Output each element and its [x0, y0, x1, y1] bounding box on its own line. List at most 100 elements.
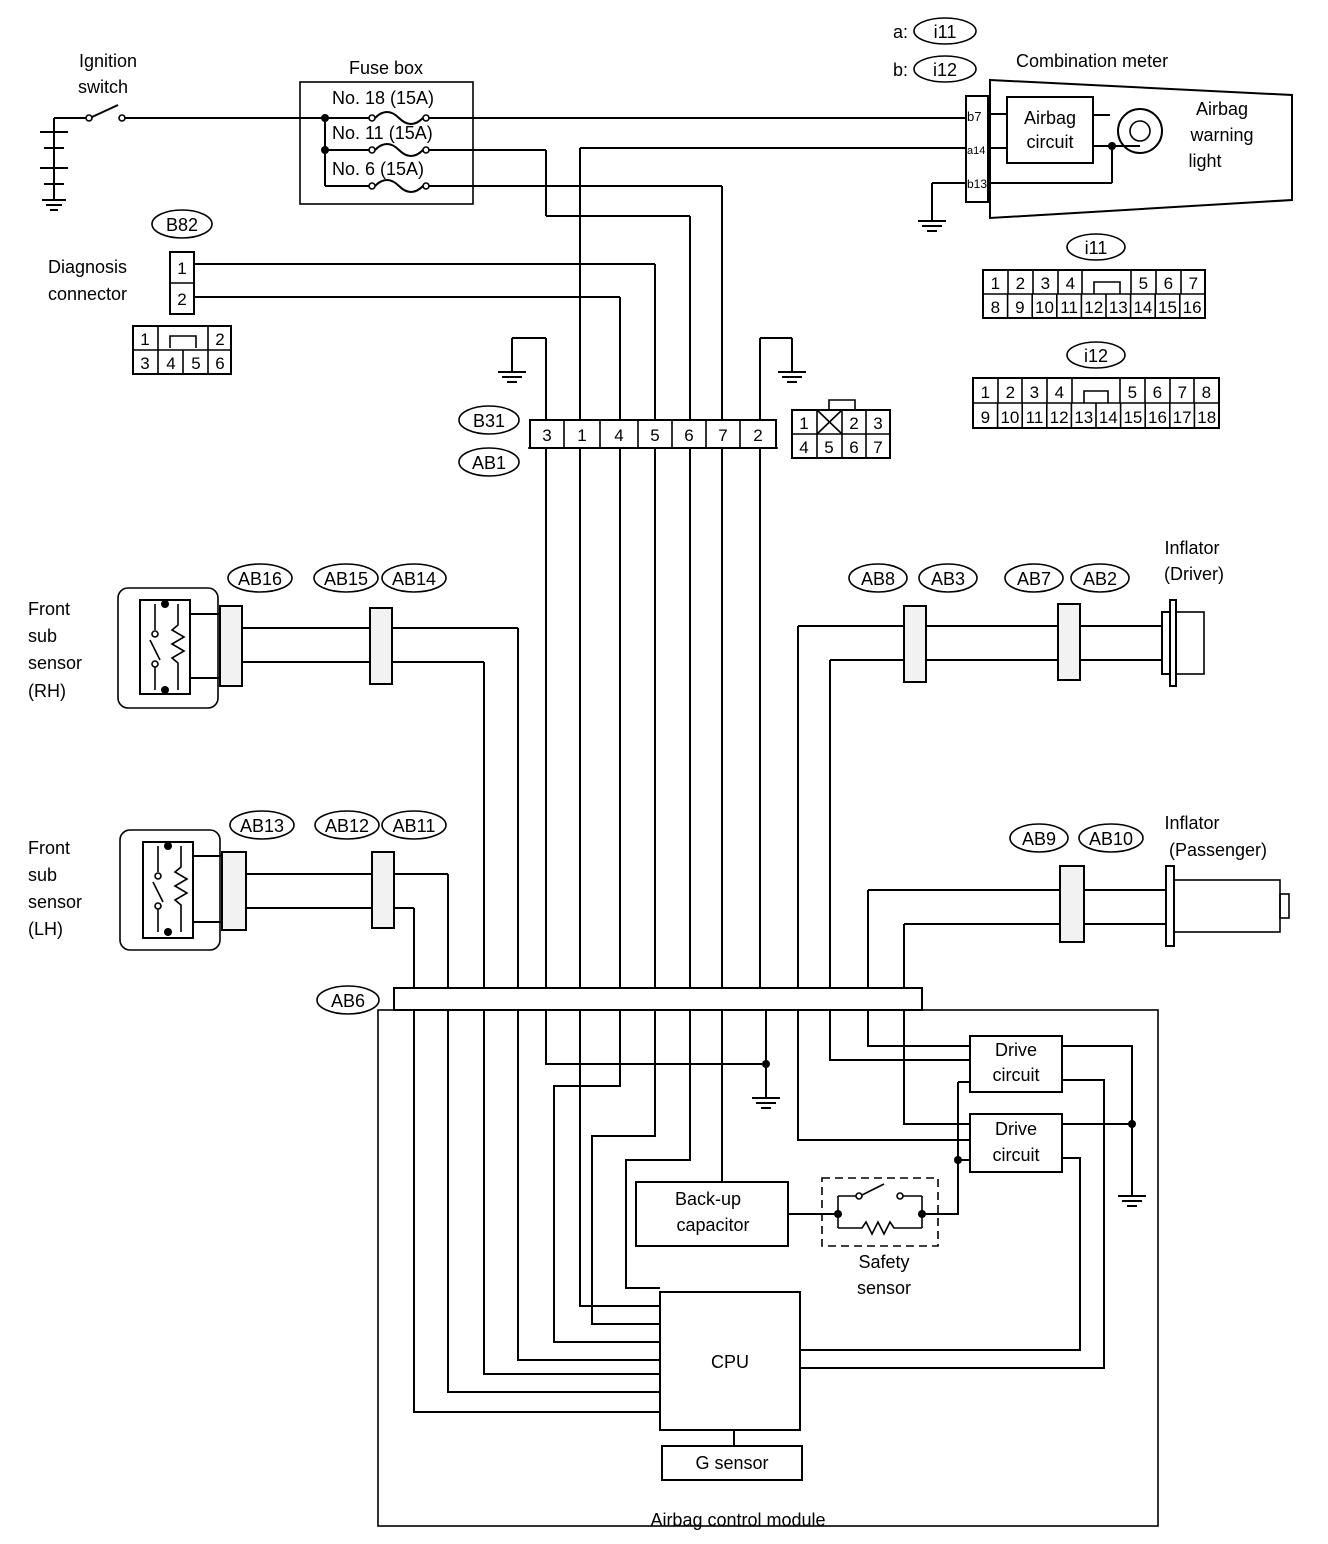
ignition-switch-label-2: switch	[78, 77, 128, 97]
i12-face-pin-9: 9	[981, 408, 990, 427]
drive-circuit-2-label-2: circuit	[992, 1145, 1039, 1165]
sensor-lh-label-3: sensor	[28, 892, 82, 912]
i12-face-pin-18: 18	[1197, 408, 1216, 427]
airbag-control-module: AB6 Drive circuit Drive circuit	[316, 985, 1159, 1530]
i12-face-pin-17: 17	[1173, 408, 1192, 427]
i11-face-pin-3: 3	[1041, 274, 1050, 293]
combination-meter-label: Combination meter	[1016, 51, 1168, 71]
inflator-passenger: Inflator (Passenger) AB9 AB10	[867, 813, 1290, 988]
sensor-lh-label-4: (LH)	[28, 919, 63, 939]
b31-face-3: 3	[873, 414, 882, 433]
i11-face-tag: i11	[1085, 238, 1108, 258]
i12-face-pin-15: 15	[1123, 408, 1142, 427]
module-label: Airbag control module	[650, 1510, 825, 1530]
sensor-lh-label-1: Front	[28, 838, 70, 858]
ab1-tag: AB1	[472, 453, 506, 473]
sensor-rh-label-2: sub	[28, 626, 57, 646]
sensor-rh-label-4: (RH)	[28, 681, 66, 701]
b31-face-1: 1	[799, 414, 808, 433]
safety-sensor-label-2: sensor	[857, 1278, 911, 1298]
inflator-driver-label-2: (Driver)	[1164, 564, 1224, 584]
drive-circuit-1-label-2: circuit	[992, 1065, 1039, 1085]
i11-face-pin-14: 14	[1133, 298, 1152, 317]
ab10-tag: AB10	[1089, 829, 1133, 849]
diag-face-1: 1	[140, 330, 149, 349]
i11-face-pin-2: 2	[1016, 274, 1025, 293]
fuse-box: Fuse box No. 18 (15A) No. 11 (15A) No. 6…	[299, 58, 474, 205]
conn-i11-tag: i11	[934, 22, 957, 42]
diag-face-6: 6	[215, 354, 224, 373]
warning-light-label-1: Airbag	[1196, 99, 1248, 119]
b82-pin-2: 2	[177, 290, 186, 309]
ab11-tag: AB11	[393, 816, 436, 836]
ab12-tag: AB12	[325, 816, 369, 836]
i11-face-pin-12: 12	[1084, 298, 1103, 317]
diag-face-2: 2	[215, 330, 224, 349]
ab7-tag: AB7	[1017, 569, 1051, 589]
i11-face-pin-15: 15	[1158, 298, 1177, 317]
diag-face-3: 3	[140, 354, 149, 373]
cpu-label: CPU	[711, 1352, 749, 1372]
i12-face-pin-12: 12	[1050, 408, 1069, 427]
i12-face-pin-4: 4	[1055, 383, 1064, 402]
warning-light-label-2: warning	[1189, 125, 1253, 145]
warning-light-label-3: light	[1188, 151, 1221, 171]
ab8-tag: AB8	[861, 569, 895, 589]
i12-face-pin-5: 5	[1128, 383, 1137, 402]
ab3-tag: AB3	[931, 569, 965, 589]
ab16-tag: AB16	[238, 569, 282, 589]
i11-face-pin-6: 6	[1164, 274, 1173, 293]
backup-capacitor-label-2: capacitor	[676, 1215, 749, 1235]
diag-face-4: 4	[166, 354, 175, 373]
ab9-tag: AB9	[1022, 829, 1056, 849]
i12-face-pin-14: 14	[1099, 408, 1118, 427]
ignition-switch-label-1: Ignition	[79, 51, 137, 71]
diagnosis-label-1: Diagnosis	[48, 257, 127, 277]
b31-pin-3: 3	[542, 426, 551, 445]
fuse-18-label: No. 18 (15A)	[332, 88, 434, 108]
fuse-11-label: No. 11 (15A)	[332, 123, 433, 143]
combination-meter: a: i11 b: i12 Combination meter b7 a14 b…	[893, 17, 1293, 232]
conn-a-prefix: a:	[893, 22, 908, 42]
i12-face-pin-1: 1	[981, 383, 990, 402]
b31-tag: B31	[473, 411, 505, 431]
b82-tag: B82	[166, 215, 198, 235]
i11-face-pin-16: 16	[1183, 298, 1202, 317]
ab6-connector	[393, 987, 923, 1011]
inflator-driver-label-1: Inflator	[1164, 538, 1219, 558]
b31-face-2: 2	[849, 414, 858, 433]
b31-pin-2: 2	[753, 426, 762, 445]
b31-face-7: 7	[873, 438, 882, 457]
ab15-tag: AB15	[324, 569, 368, 589]
i11-face-pin-10: 10	[1035, 298, 1054, 317]
fuse-box-label: Fuse box	[349, 58, 423, 78]
drive-circuit-2-label-1: Drive	[995, 1119, 1037, 1139]
ab13-tag: AB13	[240, 816, 284, 836]
i11-face-pin-4: 4	[1066, 274, 1075, 293]
sensor-lh-label-2: sub	[28, 865, 57, 885]
airbag-circuit-label-2: circuit	[1026, 132, 1073, 152]
g-sensor-label: G sensor	[695, 1453, 768, 1473]
diag-face-5: 5	[191, 354, 200, 373]
inflator-passenger-label-2: (Passenger)	[1169, 840, 1267, 860]
drive-circuit-1-label-1: Drive	[995, 1040, 1037, 1060]
i11-face-pin-7: 7	[1189, 274, 1198, 293]
i12-face-pin-11: 11	[1026, 408, 1044, 427]
sensor-rh-label-1: Front	[28, 599, 70, 619]
fuse-6-label: No. 6 (15A)	[332, 159, 424, 179]
front-sub-sensor-lh: Front sub sensor (LH) AB13 AB12 AB11	[28, 810, 449, 988]
i12-face-pin-2: 2	[1006, 383, 1015, 402]
sensor-rh-label-3: sensor	[28, 653, 82, 673]
b31-pin-4: 4	[614, 426, 623, 445]
inflator-passenger-label-1: Inflator	[1164, 813, 1219, 833]
i12-face-pin-6: 6	[1153, 383, 1162, 402]
b31-pin-6: 6	[684, 426, 693, 445]
i11-face-pin-5: 5	[1139, 274, 1148, 293]
b82-pin-1: 1	[177, 259, 186, 278]
b31-pin-1: 1	[577, 426, 586, 445]
airbag-circuit-label-1: Airbag	[1024, 108, 1076, 128]
